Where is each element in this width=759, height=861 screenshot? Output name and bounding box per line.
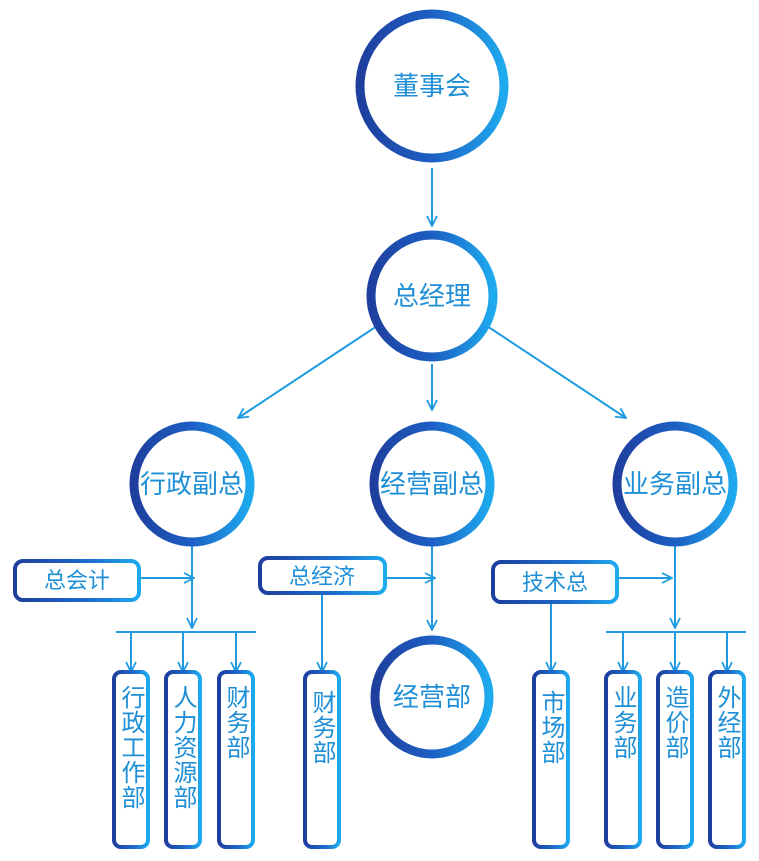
node-general-manager: 总经理 bbox=[366, 230, 498, 362]
dept-business-label: 业务部 bbox=[609, 685, 637, 760]
gm-to-biz-vp-arrow bbox=[486, 325, 626, 418]
node-ops-vp: 经营副总 bbox=[369, 421, 495, 547]
dept-market-label: 市场部 bbox=[537, 690, 565, 765]
svg-text:总经理: 总经理 bbox=[393, 282, 471, 312]
dept-admin-work-box bbox=[112, 670, 150, 849]
svg-text:业务副总: 业务副总 bbox=[623, 470, 727, 500]
svg-text:总经济: 总经济 bbox=[289, 565, 355, 590]
dept-external-box bbox=[708, 670, 746, 849]
box-chief-accountant: 总会计 bbox=[13, 559, 141, 602]
dept-cost-box bbox=[656, 670, 694, 849]
svg-text:总会计: 总会计 bbox=[44, 569, 110, 594]
svg-text:董事会: 董事会 bbox=[393, 72, 471, 102]
box-chief-tech: 技术总 bbox=[491, 560, 619, 604]
dept-external-label: 外经部 bbox=[713, 685, 741, 760]
dept-business-box bbox=[604, 670, 642, 849]
dept-hr-box bbox=[164, 670, 202, 849]
node-admin-vp: 行政副总 bbox=[129, 421, 255, 547]
svg-text:经营副总: 经营副总 bbox=[380, 470, 484, 500]
node-ops-dept: 经营部 bbox=[370, 635, 494, 759]
svg-text:技术总: 技术总 bbox=[522, 571, 588, 596]
dept-market-box bbox=[532, 670, 570, 849]
dept-admin-work-label: 行政工作部 bbox=[117, 685, 145, 810]
gm-to-admin-vp-arrow bbox=[238, 325, 378, 418]
dept-finance-admin-box bbox=[217, 670, 255, 849]
dept-finance-ops-label: 财务部 bbox=[308, 690, 336, 765]
svg-text:经营部: 经营部 bbox=[393, 683, 471, 713]
dept-finance-admin-label: 财务部 bbox=[222, 685, 250, 760]
dept-labels: 行政工作部 人力资源部 财务部 财务部 市场部 业务部 造价部 外经部 bbox=[117, 685, 741, 810]
node-board: 董事会 bbox=[355, 9, 509, 163]
dept-hr-label: 人力资源部 bbox=[169, 685, 197, 810]
dept-finance-ops-box bbox=[303, 670, 341, 849]
dept-boxes bbox=[112, 670, 746, 849]
svg-text:行政副总: 行政副总 bbox=[140, 470, 244, 500]
dept-cost-label: 造价部 bbox=[661, 685, 689, 760]
node-biz-vp: 业务副总 bbox=[612, 421, 738, 547]
connectors bbox=[116, 168, 746, 672]
box-chief-economist: 总经济 bbox=[258, 556, 387, 595]
